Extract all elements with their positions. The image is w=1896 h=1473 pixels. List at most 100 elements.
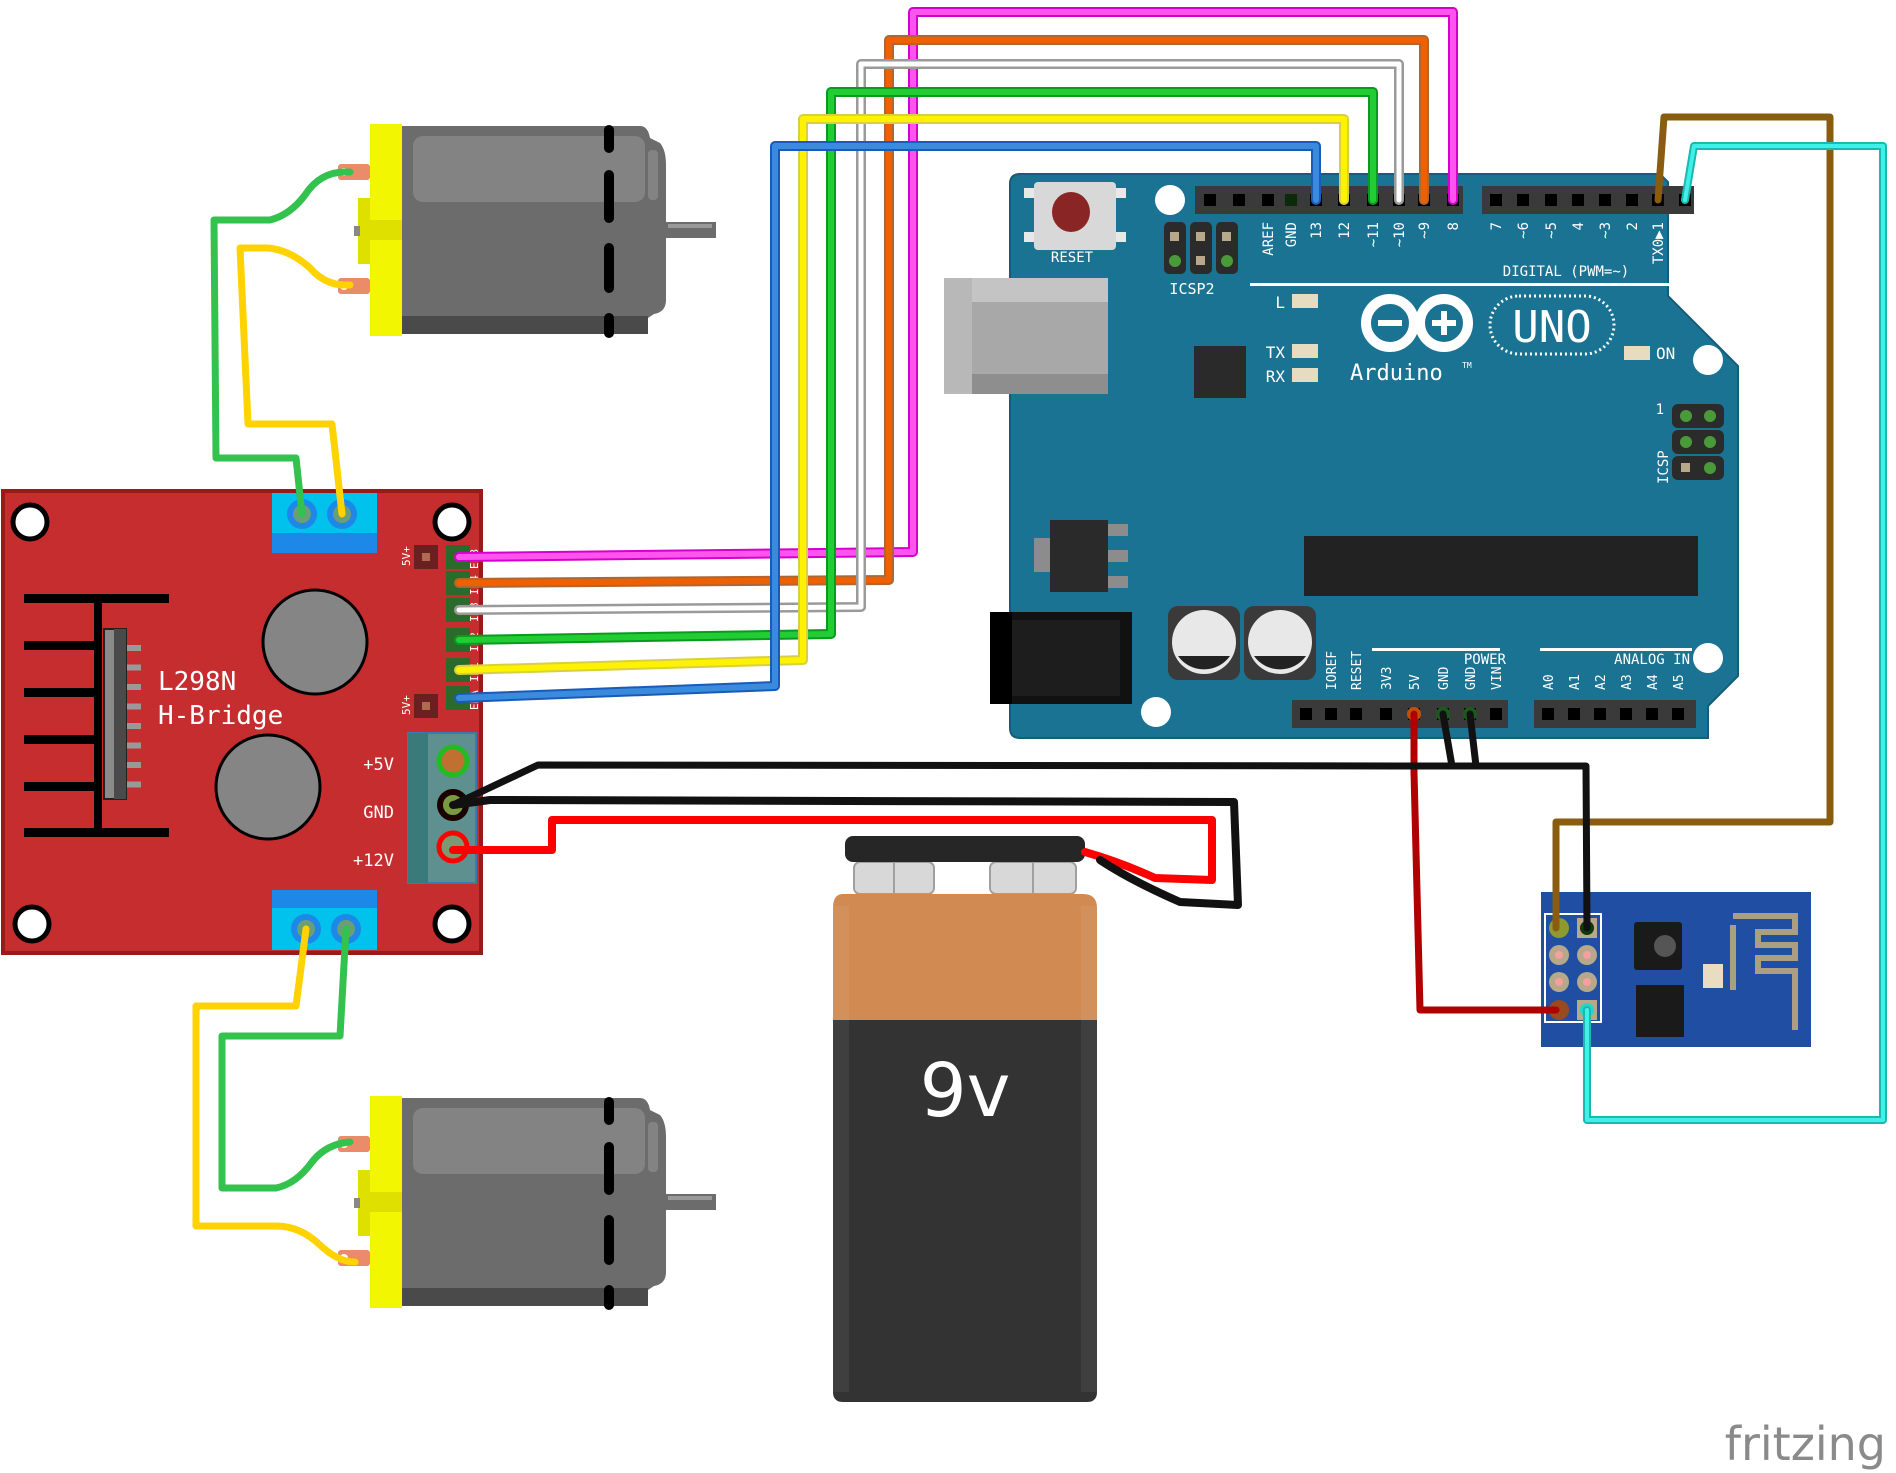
model-label: UNO (1512, 302, 1591, 353)
dc-power-jack (990, 612, 1132, 704)
wire-motor-a-1[interactable] (210, 168, 354, 518)
header-pin[interactable] (1626, 194, 1638, 206)
motor-a-terminal[interactable] (272, 493, 377, 553)
header-pin[interactable] (1350, 708, 1362, 720)
header-pin[interactable] (1262, 194, 1274, 206)
header-pin[interactable] (1204, 194, 1216, 206)
header-pin[interactable] (1542, 708, 1554, 720)
pin-label: 12 (1337, 222, 1353, 239)
header-pin[interactable] (1620, 708, 1632, 720)
reset-label: RESET (1051, 250, 1094, 266)
pin-label: GND (1464, 666, 1479, 690)
wire-motor-a-2[interactable] (236, 244, 354, 518)
hbridge-title-1: L298N (158, 667, 236, 697)
pin-label: ~9 (1417, 222, 1433, 239)
pin-label: 7 (1489, 222, 1505, 230)
wire-5v-esp[interactable] (1410, 710, 1560, 1014)
pin-label: A2 (1594, 674, 1609, 690)
pin-label: 3V3 (1380, 667, 1395, 690)
header-pin[interactable] (1490, 708, 1502, 720)
pin-label: 5V (1408, 674, 1423, 690)
wire-tx0-esp[interactable] (1552, 113, 1834, 932)
digital-label: DIGITAL (PWM=~) (1503, 264, 1629, 280)
pin-label: ~6 (1516, 222, 1532, 239)
pin-label: A5 (1672, 674, 1687, 690)
mounting-hole (1155, 185, 1185, 215)
usb-connector (944, 278, 1108, 394)
header-pin[interactable] (1380, 708, 1392, 720)
header-pin[interactable] (1285, 194, 1297, 206)
header-pin[interactable] (1545, 194, 1557, 206)
dc-motor-top[interactable] (338, 124, 716, 338)
trademark: TM (1462, 361, 1472, 370)
mounting-hole (1141, 697, 1171, 727)
battery-voltage-label: 9v (920, 1048, 1011, 1134)
header-pin[interactable] (1646, 708, 1658, 720)
led-tx-label: TX (1266, 343, 1286, 362)
pin-label: 13 (1309, 222, 1325, 239)
header-pin[interactable] (1517, 194, 1529, 206)
esp8266-module[interactable] (1541, 892, 1811, 1047)
five-v-label: 5V+ (400, 695, 413, 715)
mounting-hole (10, 502, 50, 542)
mounting-hole (432, 502, 472, 542)
wire-gnd-esp[interactable] (1439, 710, 1591, 932)
battery-snap-cap (845, 836, 1085, 862)
wire-motor-b-1[interactable] (192, 925, 359, 1266)
icsp-label: ICSP (1656, 450, 1672, 484)
power-underline (1372, 648, 1500, 651)
l298n-hbridge-board[interactable]: L298N H-Bridge 5V+ 5V+ ENBIN4IN3IN2IN1EN… (1, 489, 483, 955)
icsp2-label: ICSP2 (1169, 280, 1214, 298)
wire-gnd-hbridge[interactable] (449, 710, 1480, 809)
digital-underline (1250, 283, 1695, 286)
header-pin[interactable] (1325, 708, 1337, 720)
pin-label: ~5 (1544, 222, 1560, 239)
wire-motor-b-2[interactable] (218, 925, 354, 1192)
terminal-5v[interactable] (436, 744, 470, 778)
arduino-logo-icon (1361, 294, 1616, 356)
header-pin[interactable] (1594, 708, 1606, 720)
usb-chip (1194, 346, 1246, 398)
dc-motor-bottom[interactable] (338, 1096, 716, 1310)
motor-b-terminal[interactable] (272, 890, 377, 950)
mounting-hole (1693, 345, 1723, 375)
pin-label: AREF (1261, 222, 1277, 256)
analog-label: ANALOG IN (1614, 652, 1690, 668)
led-rx (1292, 368, 1318, 382)
icsp-pin1-label: 1 (1656, 402, 1664, 418)
heatsink (24, 594, 169, 837)
microcontroller-chip (1304, 536, 1698, 596)
terminal-label: +12V (353, 851, 394, 871)
reset-button[interactable] (1024, 182, 1126, 250)
header-pin[interactable] (1568, 708, 1580, 720)
header-pin[interactable] (1672, 708, 1684, 720)
power-label: POWER (1464, 652, 1507, 668)
pin-label: ~11 (1366, 222, 1382, 247)
pin-label: A3 (1620, 674, 1635, 690)
header-pin[interactable] (1233, 194, 1245, 206)
analog-header (1534, 700, 1696, 728)
battery-9v[interactable]: 9v (833, 836, 1097, 1402)
pin-label: A0 (1542, 674, 1557, 690)
pin-label: A1 (1568, 674, 1583, 690)
power-terminal-block[interactable] (407, 732, 477, 884)
mounting-hole (1693, 643, 1723, 673)
icsp2-header (1164, 222, 1238, 274)
led-rx-label: RX (1266, 367, 1286, 386)
header-pin[interactable] (1300, 708, 1312, 720)
wire-battery-12v[interactable] (449, 816, 1216, 884)
header-pin[interactable] (1599, 194, 1611, 206)
pin-label: VIN (1490, 667, 1505, 690)
wire-battery-gnd[interactable] (449, 796, 1242, 909)
pin-label: GND (1437, 666, 1452, 690)
header-pin[interactable] (1572, 194, 1584, 206)
pin-label: 4 (1571, 222, 1587, 230)
mounting-hole (12, 904, 52, 944)
header-pin[interactable] (1490, 194, 1502, 206)
capacitor (1244, 606, 1316, 680)
led-tx (1292, 344, 1318, 358)
led-l (1292, 294, 1318, 308)
pin-label: 2 (1625, 222, 1641, 230)
